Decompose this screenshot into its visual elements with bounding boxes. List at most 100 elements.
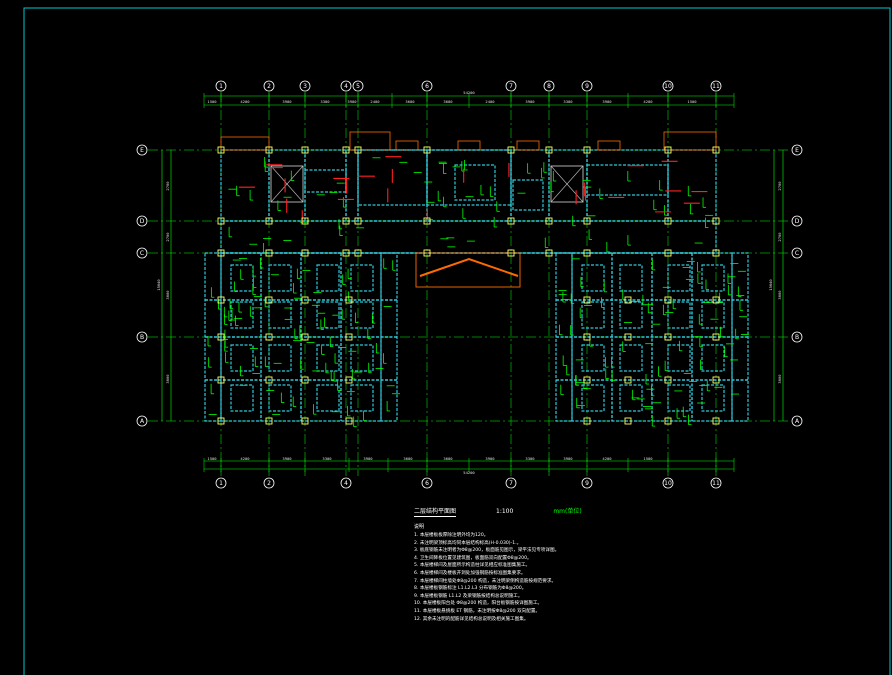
column [712, 296, 720, 304]
note-item: 4. 卫生间降板位置见建筑图，板面筋双向配置Φ8@200。 [414, 555, 532, 561]
note-item: 10. 本层楼板阳台处 Φ8@200 构造，阳台板钢筋按详图施工。 [414, 601, 543, 607]
column [583, 146, 591, 154]
axis-bubble-circle [543, 80, 555, 92]
room [230, 384, 254, 412]
room [426, 149, 512, 206]
axis-bubble-bottom: 9 [581, 477, 593, 489]
axis-bubble-circle [662, 80, 674, 92]
rebar-marks [207, 156, 749, 428]
column [664, 417, 672, 425]
axis-bubble-label: E [140, 147, 144, 154]
dimension-label-top: 1500 [687, 99, 697, 104]
dimension-label-right: 3600 [777, 374, 782, 384]
axis-bubble-circle [791, 144, 803, 156]
column [423, 217, 431, 225]
column [583, 376, 591, 384]
dimension-label-top: 3600 [405, 99, 415, 104]
dimension-label-bottom: 1500 [207, 456, 217, 461]
column [217, 376, 225, 384]
column [342, 217, 350, 225]
dimension-label-bottom: 3900 [563, 456, 573, 461]
column [507, 217, 515, 225]
column [583, 249, 591, 257]
columns [217, 146, 720, 425]
column [265, 417, 273, 425]
axis-bubble-left: D [136, 215, 148, 227]
axis-bubble-circle [710, 80, 722, 92]
column [265, 249, 273, 257]
axis-bubble-label: A [140, 418, 145, 425]
column [301, 146, 309, 154]
column [354, 146, 362, 154]
column [507, 249, 515, 257]
axis-bubble-label: 3 [303, 83, 307, 90]
axis-bubble-label: 9 [585, 83, 589, 90]
axis-bubble-circle [340, 80, 352, 92]
axis-bubble-top: 6 [421, 80, 433, 92]
note-item: 11. 本层楼板悬挑板 ET 钢筋，未注明按Φ8@200 双向配置。 [414, 608, 541, 614]
dimension-label-top: 4200 [643, 99, 653, 104]
column [712, 333, 720, 341]
room [581, 264, 605, 292]
dimension-total-bottom: 54200 [463, 470, 475, 475]
dimension-label-left: 3600 [165, 290, 170, 300]
column [217, 417, 225, 425]
column [624, 296, 632, 304]
axis-bubble-circle [662, 477, 674, 489]
axis-bubble-circle [581, 477, 593, 489]
column [423, 249, 431, 257]
axis-bubble-top: 10 [662, 80, 674, 92]
axis-bubble-left: E [136, 144, 148, 156]
axis-bubble-label: 4 [344, 480, 348, 487]
dimension-label-bottom: 4200 [240, 456, 250, 461]
axis-bubble-right: A [791, 415, 803, 427]
column [624, 417, 632, 425]
dimension-total-left: 15640 [156, 279, 161, 291]
column [583, 217, 591, 225]
dimension-label-bottom: 4200 [602, 456, 612, 461]
axis-bubble-circle [581, 80, 593, 92]
column [345, 296, 353, 304]
column [712, 376, 720, 384]
dimension-label-bottom: 1500 [643, 456, 653, 461]
axis-bubble-label: E [795, 147, 799, 154]
column [265, 217, 273, 225]
notes-block: 二层结构平面图 1:100 mm(单位) 说明 1. 本层楼板板厚除注明外均为1… [414, 506, 674, 623]
column [583, 417, 591, 425]
axis-bubble-label: 2 [267, 83, 271, 90]
note-item: 12. 其余未注明的配筋详见结构总说明及相关施工图集。 [414, 616, 529, 622]
room [268, 264, 292, 292]
axis-bubble-top: 9 [581, 80, 593, 92]
axis-bubble-circle [136, 144, 148, 156]
axis-bubble-bottom: 4 [340, 477, 352, 489]
dimension-label-top: 3900 [347, 99, 357, 104]
column [712, 217, 720, 225]
column [301, 249, 309, 257]
room [230, 301, 254, 329]
drawing-scale: 1:100 [496, 508, 514, 515]
axis-bubble-top: 3 [299, 80, 311, 92]
dimension-label-bottom: 3900 [363, 456, 373, 461]
axis-bubble-circle [299, 80, 311, 92]
axis-bubble-circle [215, 80, 227, 92]
room [701, 264, 725, 292]
room [701, 301, 725, 329]
column [265, 146, 273, 154]
room [268, 384, 292, 412]
notes-list: 1. 本层楼板板厚除注明外均为120。2. 未注明梁顶标高均同本层结构标高(H-… [414, 532, 674, 623]
dimension-label-top: 3600 [443, 99, 453, 104]
room [454, 164, 496, 201]
axis-bubble-label: 1 [219, 480, 223, 487]
room [667, 384, 691, 412]
column [583, 296, 591, 304]
unit-note: mm(单位) [553, 508, 582, 515]
axis-bubble-label: B [795, 334, 799, 341]
axis-bubble-label: 7 [509, 83, 513, 90]
room [304, 169, 347, 193]
column [265, 296, 273, 304]
column [301, 333, 309, 341]
axis-bubble-circle [791, 415, 803, 427]
axis-bubble-circle [136, 331, 148, 343]
axis-bubble-top: 5 [352, 80, 364, 92]
